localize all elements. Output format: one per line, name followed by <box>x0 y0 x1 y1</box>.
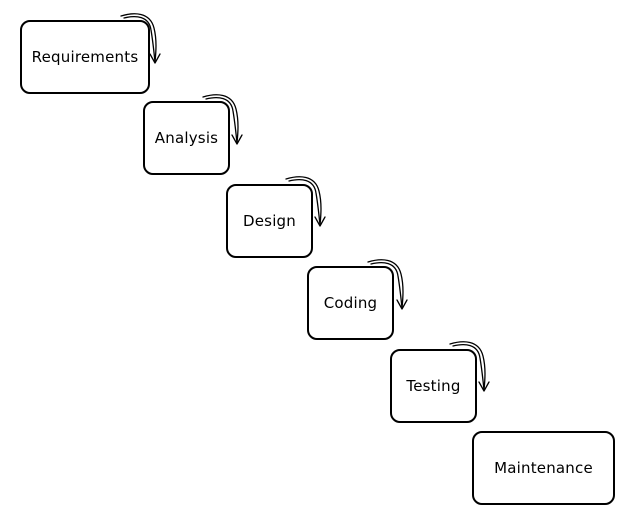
stage-design: Design <box>226 184 313 258</box>
stage-label: Coding <box>323 294 378 312</box>
stage-testing: Testing <box>390 349 477 423</box>
stage-label: Analysis <box>154 129 219 147</box>
stage-analysis: Analysis <box>143 101 230 175</box>
stage-label: Design <box>243 212 296 230</box>
stage-label: Requirements <box>31 48 139 66</box>
stage-label: Testing <box>406 377 461 395</box>
stage-coding: Coding <box>307 266 394 340</box>
stage-requirements: Requirements <box>20 20 150 94</box>
stage-label: Maintenance <box>494 459 593 477</box>
stage-maintenance: Maintenance <box>472 431 615 505</box>
